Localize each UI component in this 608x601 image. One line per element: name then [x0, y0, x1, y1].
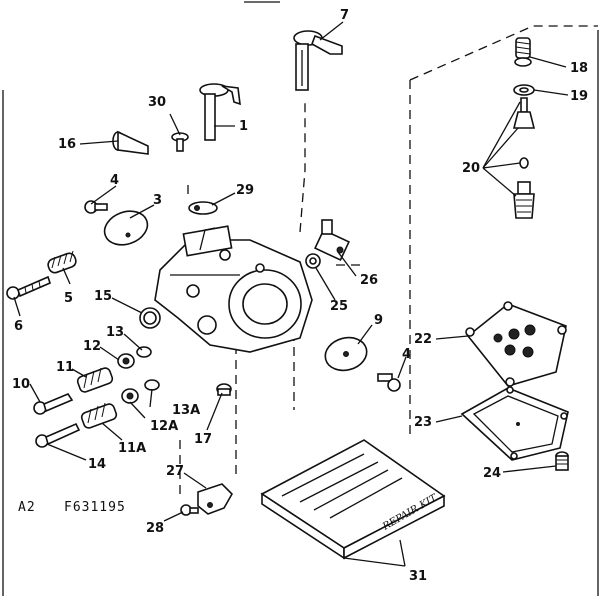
callout-10: 10	[12, 377, 30, 392]
callout-28: 28	[146, 521, 164, 536]
callout-12: 12	[83, 339, 101, 354]
callout-labels: 7 1 30 16 4 3 29 5 6 15 13 12 11 10 13A …	[12, 8, 588, 584]
part-20-valve-parts	[512, 97, 536, 219]
callout-13: 13	[106, 325, 124, 340]
callout-23: 23	[414, 415, 432, 430]
callout-12a: 12A	[150, 419, 178, 434]
part-26-fuel-fitting	[314, 219, 350, 262]
callout-22: 22	[414, 332, 432, 347]
frame-lines	[2, 1, 599, 596]
part-7-throttle-shaft	[293, 30, 343, 91]
callout-26: 26	[360, 273, 378, 288]
part-27-lever	[197, 483, 233, 515]
callout-30: 30	[148, 95, 166, 110]
callout-19: 19	[570, 89, 588, 104]
part-6-idle-screw	[6, 275, 51, 300]
part-31-repair-kit-box	[260, 439, 446, 560]
callout-18: 18	[570, 61, 588, 76]
part-9-throttle-plate	[324, 336, 368, 372]
part-29-clip	[188, 201, 218, 215]
part-15-plug	[139, 307, 161, 329]
part-1-choke-shaft	[199, 83, 241, 141]
part-16-pin	[112, 130, 149, 155]
callout-5: 5	[64, 291, 73, 306]
part-25-washer	[305, 253, 321, 269]
plate-code: A2	[18, 500, 36, 515]
part-28-screw	[180, 504, 199, 516]
part-5-spring	[47, 250, 77, 274]
part-3-choke-plate	[103, 210, 149, 246]
callout-24: 24	[483, 466, 501, 481]
callout-3: 3	[153, 193, 162, 208]
callout-9: 9	[374, 313, 383, 328]
callout-27: 27	[166, 464, 184, 479]
callout-7: 7	[340, 8, 349, 23]
callout-11a: 11A	[118, 441, 146, 456]
callout-31: 31	[409, 569, 427, 584]
callout-29: 29	[236, 183, 254, 198]
leader-lines	[13, 21, 569, 567]
part-24-screw	[555, 451, 569, 471]
callout-4-right: 4	[402, 347, 411, 362]
callout-1: 1	[239, 119, 248, 134]
part-18-spring	[514, 37, 532, 67]
part-30-screw	[171, 132, 189, 152]
callout-15: 15	[94, 289, 112, 304]
callout-20: 20	[462, 161, 480, 176]
callout-6: 6	[14, 319, 23, 334]
part-4-screw-left	[84, 200, 108, 214]
part-4-screw-right	[377, 373, 401, 392]
upper-needle-group	[33, 346, 152, 415]
callout-16: 16	[58, 137, 76, 152]
part-17-plug	[216, 383, 232, 396]
callout-13a: 13A	[172, 403, 200, 418]
callout-11: 11	[56, 360, 74, 375]
part-22-diaphragm	[465, 301, 567, 387]
callout-14: 14	[88, 457, 106, 472]
callout-25: 25	[330, 299, 348, 314]
callout-17: 17	[194, 432, 212, 447]
part-code: F631195	[64, 500, 126, 515]
callout-4-left: 4	[110, 173, 119, 188]
part-23-gasket	[460, 386, 569, 461]
carburetor-body	[154, 225, 313, 353]
part-19-washer	[513, 84, 535, 96]
